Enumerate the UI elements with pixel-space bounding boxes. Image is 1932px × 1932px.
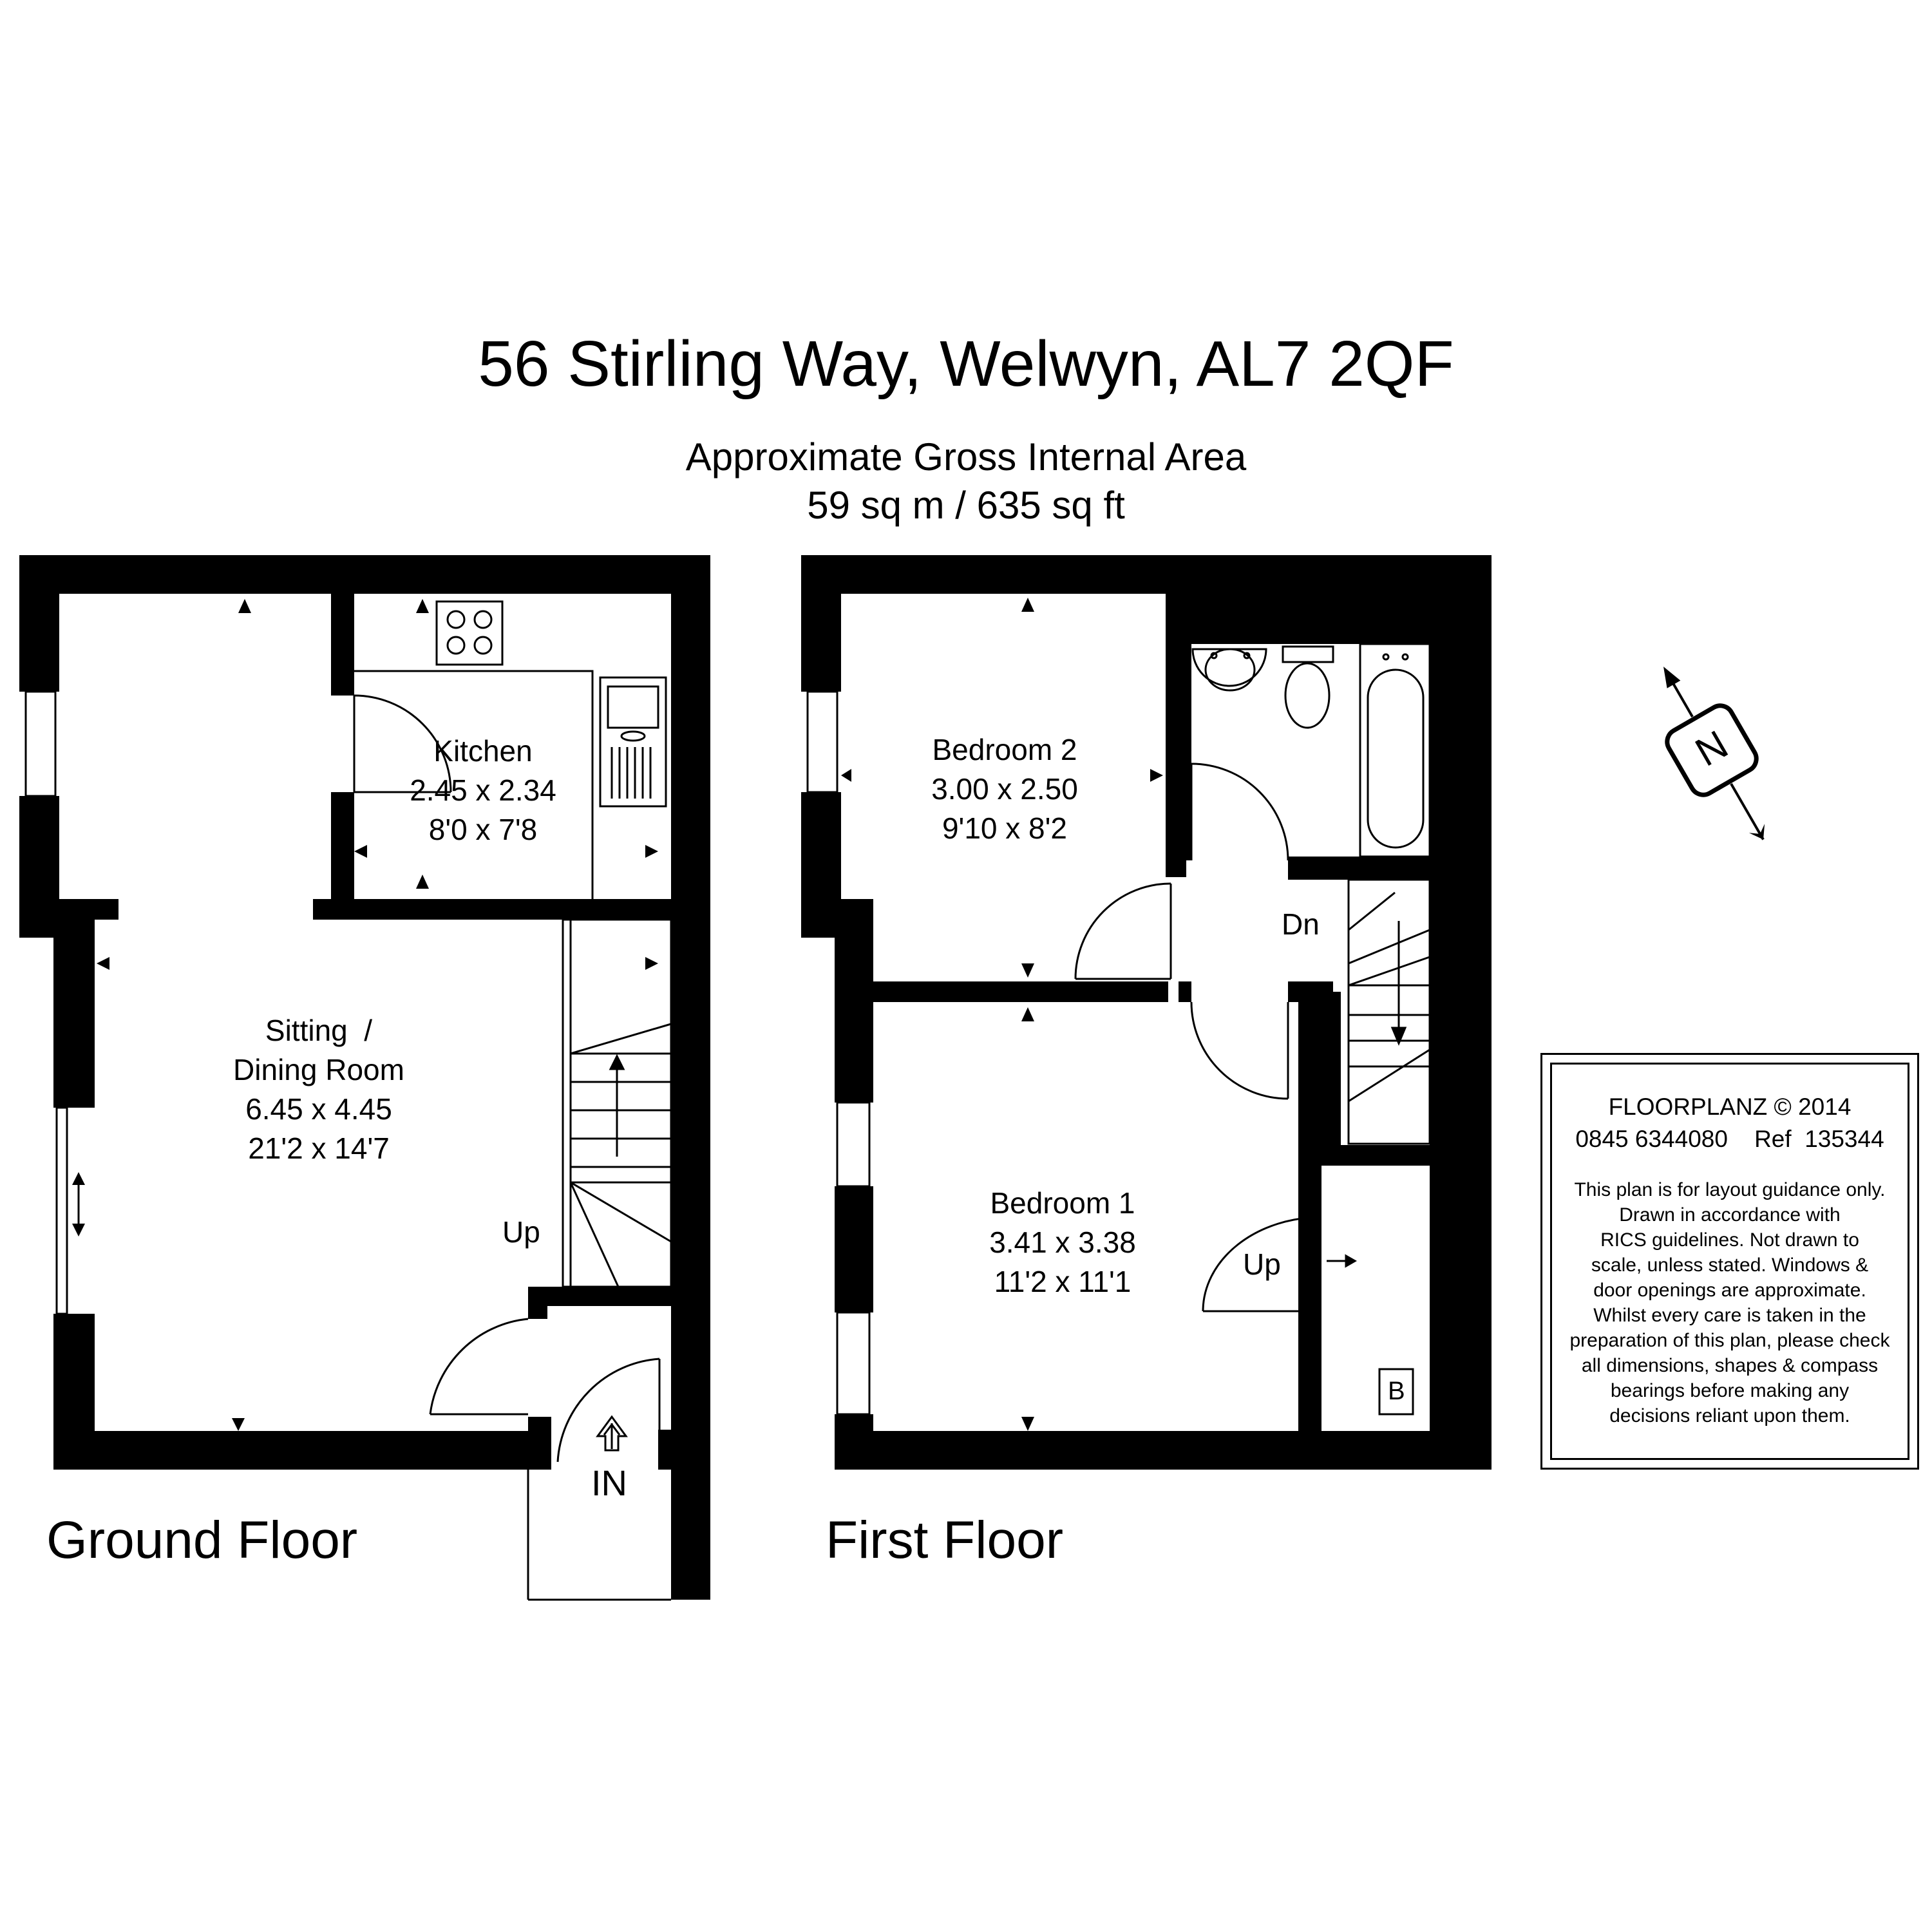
sitting-name-line1: Sitting / [265,1014,373,1047]
disclaimer-inner-frame: FLOORPLANZ © 2014 0845 6344080 Ref 13534… [1550,1063,1909,1460]
area-label: Approximate Gross Internal Area [685,435,1247,478]
compass-rose [1663,667,1765,840]
disclaimer-line: RICS guidelines. Not drawn to [1600,1229,1859,1251]
loft-up-label: Up [1243,1247,1281,1281]
company-copyright: FLOORPLANZ © 2014 [1608,1094,1852,1120]
disclaimer-line: Drawn in accordance with [1619,1204,1841,1226]
kitchen-imperial: 8'0 x 7'8 [428,813,538,846]
disclaimer-line: preparation of this plan, please check [1569,1330,1890,1351]
disclaimer-text: This plan is for layout guidance only. D… [1558,1177,1901,1428]
disclaimer-box: FLOORPLANZ © 2014 0845 6344080 Ref 13534… [1540,1053,1919,1470]
kitchen-metric: 2.45 x 2.34 [410,773,556,807]
kitchen-label: Kitchen 2.45 x 2.34 8'0 x 7'8 [386,732,580,849]
bathroom-fittings [1074,643,1431,1416]
first-floor-label: First Floor [826,1511,1063,1569]
ground-floor-walls [19,555,710,1600]
kitchen-name: Kitchen [433,734,533,768]
first-floor-dimension-arrows [841,598,1163,1431]
bedroom-1-name: Bedroom 1 [990,1186,1135,1220]
bedroom-2-imperial: 9'10 x 8'2 [942,811,1068,845]
first-floor-stairs [1347,878,1431,1145]
sitting-metric: 6.45 x 4.45 [245,1092,392,1126]
disclaimer-line: This plan is for layout guidance only. [1574,1179,1886,1200]
first-floor-plan [801,555,1492,1470]
ground-floor-windows [24,690,68,1315]
ground-floor-label: Ground Floor [46,1511,358,1569]
disclaimer-line: scale, unless stated. Windows & [1591,1255,1869,1276]
disclaimer-line: Whilst every care is taken in the [1593,1305,1866,1326]
bedroom-2-label: Bedroom 2 3.00 x 2.50 9'10 x 8'2 [908,730,1101,848]
sitting-room-label: Sitting / Dining Room 6.45 x 4.45 21'2 x… [213,1011,425,1168]
bedroom-1-imperial: 11'2 x 11'1 [994,1265,1132,1298]
phone-reference: 0845 6344080 Ref 135344 [1575,1126,1884,1152]
entrance-label: IN [591,1463,627,1503]
hall-doors [429,1318,671,1601]
ground-floor-stairs [562,918,672,1288]
kitchen-fittings [353,600,667,899]
disclaimer-line: decisions reliant upon them. [1609,1405,1850,1426]
bedroom-2-metric: 3.00 x 2.50 [931,772,1078,806]
sitting-name-line2: Dining Room [233,1053,404,1086]
ground-floor-plan [19,555,710,1601]
sitting-imperial: 21'2 x 14'7 [248,1132,390,1165]
boiler-label: B [1388,1377,1405,1405]
bedroom-1-metric: 3.41 x 3.38 [989,1226,1136,1259]
first-floor-walls [801,555,1492,1470]
ground-stairs-up-label: Up [502,1215,540,1249]
disclaimer-line: door openings are approximate. [1593,1280,1866,1301]
area-value: 59 sq m / 635 sq ft [807,484,1125,527]
bedroom-1-label: Bedroom 1 3.41 x 3.38 11'2 x 11'1 [966,1184,1159,1302]
page-title: 56 Stirling Way, Welwyn, AL7 2QF [478,328,1454,400]
bedroom-2-name: Bedroom 2 [932,733,1077,766]
disclaimer-line: bearings before making any [1610,1380,1850,1401]
ground-floor-dimension-arrows [72,599,658,1431]
first-floor-windows [806,690,871,1416]
disclaimer-line: all dimensions, shapes & compass [1581,1355,1879,1376]
first-stairs-down-label: Dn [1282,907,1320,941]
